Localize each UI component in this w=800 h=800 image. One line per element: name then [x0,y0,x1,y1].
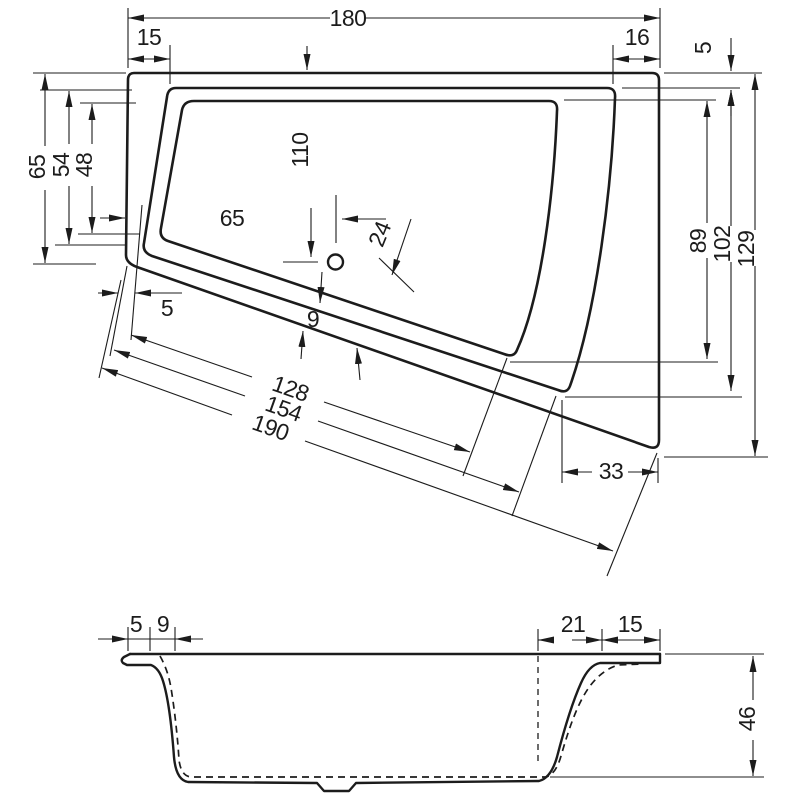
dim-label-left-depth-outer: 65 [24,155,50,180]
section-outline [120,652,662,793]
section-dimension-lines [98,635,757,776]
dim-label-right-depth-outer: 129 [733,231,759,268]
dim-label-drain-to-front-edge: 24 [363,217,397,250]
dim-label-right-depth-inner: 89 [685,229,711,254]
dim-label-depth: 46 [734,707,760,732]
dim-label-front-rim-width: 9 [307,306,319,332]
dimension-lines [41,14,759,552]
dim-label-right-depth-mid: 102 [709,226,735,263]
dim-label-rim-top-right: 5 [690,42,716,54]
drain-circle [326,253,345,271]
dim-label-right-inset: 16 [625,24,650,50]
tub-outer-outline [124,71,661,449]
dim-label-left-lip: 5 [130,611,142,637]
dim-label-front-left-gap: 5 [161,295,173,321]
plan-view: 180 15 16 5 65 54 48 110 65 24 89 102 12… [24,5,768,577]
dim-label-corner-to-edge: 33 [599,458,624,484]
dim-label-left-wall: 9 [157,611,169,637]
dim-label-left-inset: 15 [137,24,162,50]
dim-label-drain-from-right: 110 [287,132,313,167]
extension-lines [33,8,768,577]
dim-label-total-width: 180 [330,5,367,31]
dim-label-left-depth-mid: 54 [48,152,74,177]
dim-label-drain-from-left: 65 [220,205,245,231]
dim-label-right-slope: 21 [561,611,586,637]
dim-label-left-depth-inner: 48 [71,153,97,178]
tub-basin-outline [159,99,559,357]
dim-label-right-lip: 15 [618,611,643,637]
section-extension-lines [127,627,764,778]
tub-rim-line [142,86,617,393]
section-hidden-line [159,655,643,778]
section-view: 5 9 21 15 46 [98,611,764,793]
